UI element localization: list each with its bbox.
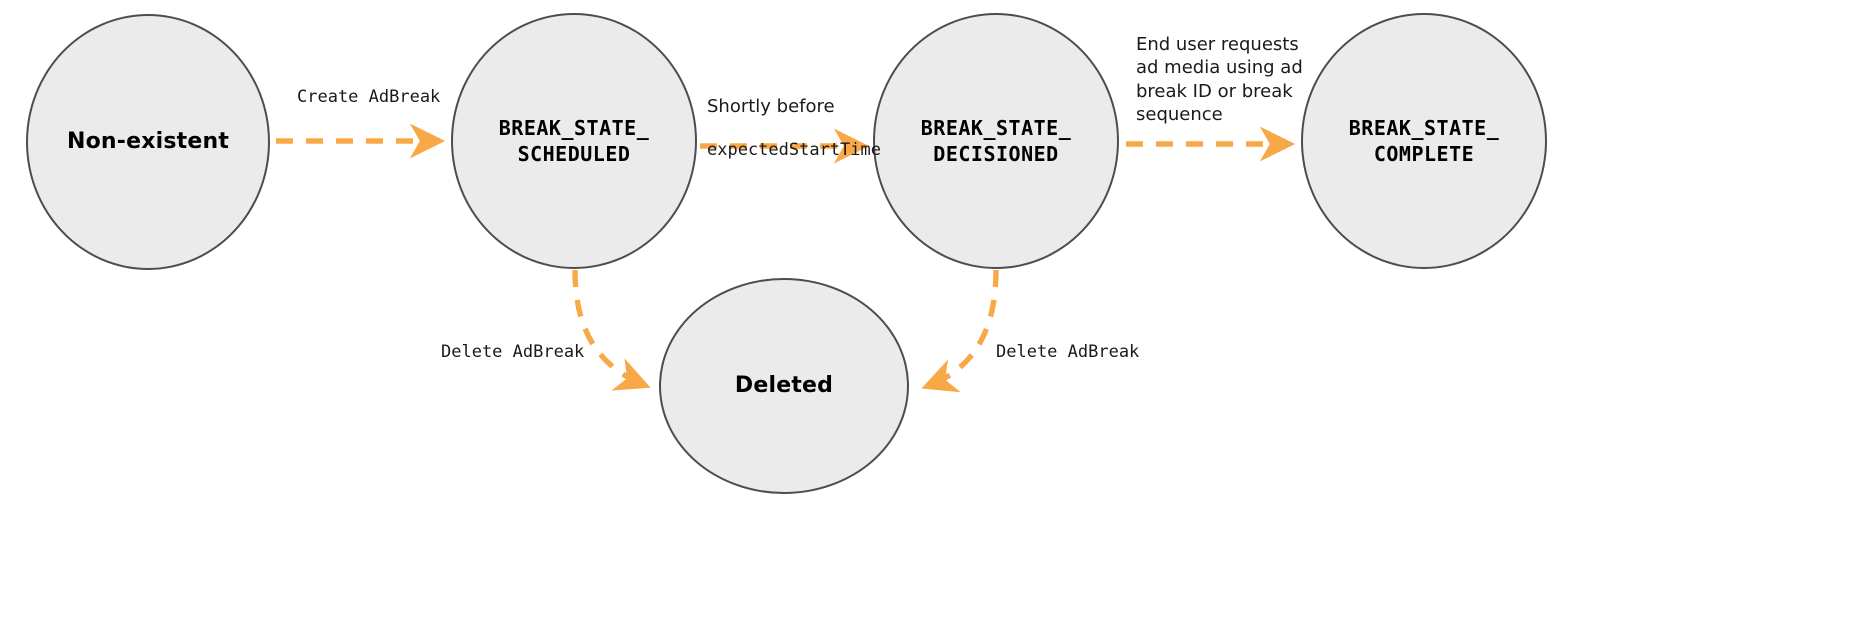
- edge-label-delete-adbreak-from-decisioned: Delete AdBreak: [996, 342, 1140, 362]
- node-label-deleted: Deleted: [734, 372, 834, 398]
- node-non-existent[interactable]: Non-existent: [26, 14, 270, 270]
- edge-label-end-user-requests-ad-media: End user requests ad media using ad brea…: [1136, 34, 1303, 126]
- node-label-break-state-complete: BREAK_STATE_ COMPLETE: [1348, 116, 1500, 166]
- edge-label-shortly-before-expected-start-time: Shortly before expectedStartTime: [707, 74, 881, 182]
- edge-label-create-adbreak: Create AdBreak: [297, 87, 441, 107]
- node-label-non-existent: Non-existent: [66, 128, 230, 154]
- node-deleted[interactable]: Deleted: [659, 278, 909, 494]
- node-label-break-state-scheduled: BREAK_STATE_ SCHEDULED: [498, 116, 650, 166]
- node-break-state-decisioned[interactable]: BREAK_STATE_ DECISIONED: [873, 13, 1119, 269]
- edge-label-delete-adbreak-from-scheduled: Delete AdBreak: [441, 342, 585, 362]
- edge-delete-from-scheduled: [572, 269, 651, 391]
- edge-label-line-expected-start-time: expectedStartTime: [707, 139, 881, 160]
- node-label-break-state-decisioned: BREAK_STATE_ DECISIONED: [920, 116, 1072, 166]
- node-break-state-complete[interactable]: BREAK_STATE_ COMPLETE: [1301, 13, 1547, 269]
- edge-label-line-shortly-before: Shortly before: [707, 95, 835, 117]
- node-break-state-scheduled[interactable]: BREAK_STATE_ SCHEDULED: [451, 13, 697, 269]
- edge-delete-from-decisioned: [921, 269, 999, 393]
